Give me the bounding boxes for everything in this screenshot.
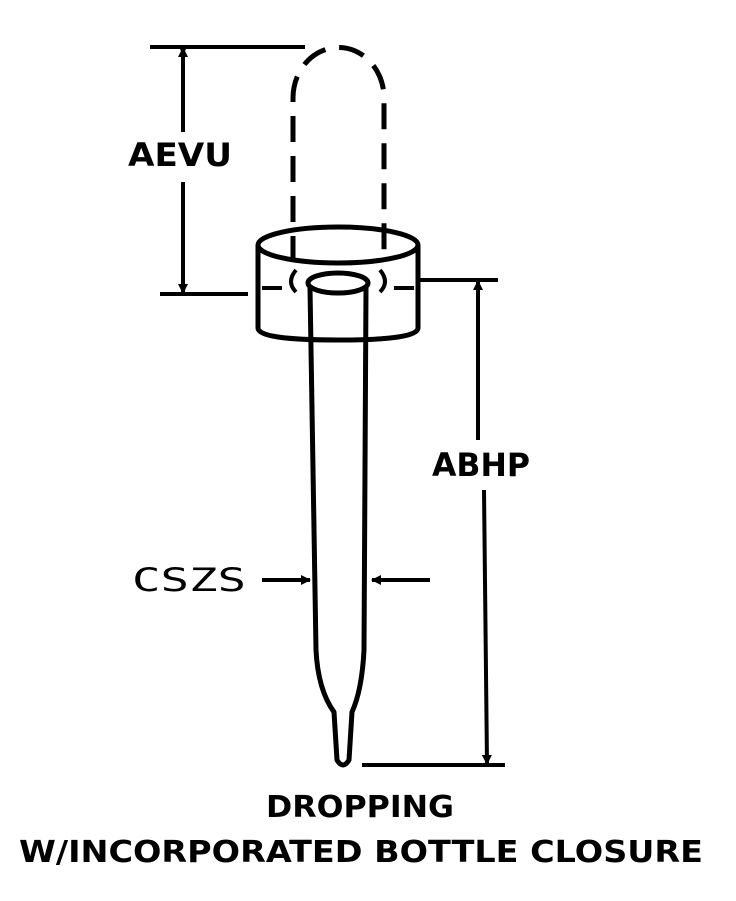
- dimension-label-aevu: AEVU: [128, 136, 232, 174]
- closure-cap: [255, 224, 421, 343]
- glass-tube: [305, 270, 371, 768]
- caption-title: DROPPING: [266, 790, 454, 825]
- caption: DROPPING W/INCORPORATED BOTTLE CLOSURE: [19, 790, 703, 870]
- dimension-body-length: ABHP: [362, 278, 530, 767]
- dimension-label-abhp: ABHP: [432, 446, 530, 484]
- dimension-label-cszs: CSZS: [132, 561, 246, 599]
- rubber-bulb-outline: [290, 45, 387, 262]
- dimension-top-height: AEVU: [128, 45, 305, 296]
- dimension-tube-diameter: CSZS: [132, 561, 430, 599]
- caption-subtitle: W/INCORPORATED BOTTLE CLOSURE: [19, 835, 703, 870]
